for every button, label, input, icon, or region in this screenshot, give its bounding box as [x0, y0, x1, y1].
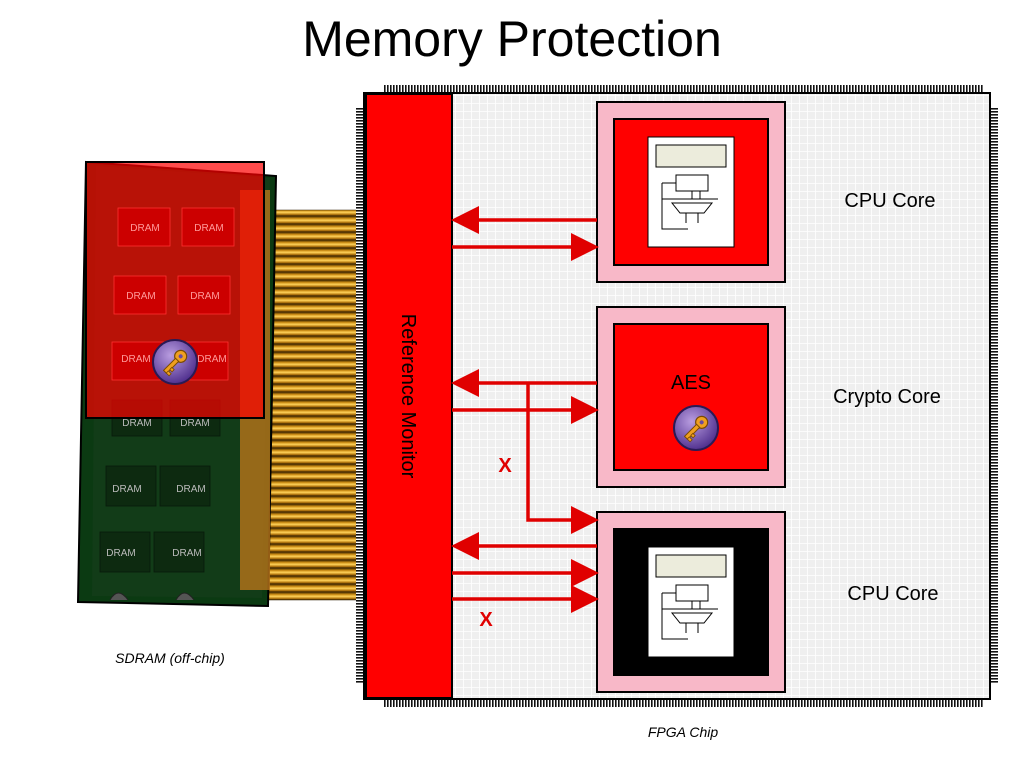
aes-label: AES — [671, 372, 711, 394]
dram-chip-label: DRAM — [176, 484, 205, 495]
sdram-module: DRAM DRAM DRAM DRAM DRAM DRAM DRAM DRAM … — [76, 160, 278, 608]
dram-chip-labels-protected: DRAM DRAM DRAM DRAM DRAM DRAM — [121, 223, 226, 365]
fpga-caption: FPGA Chip — [648, 724, 718, 740]
dram-chip-label: DRAM — [172, 548, 201, 559]
dram-chip-label: DRAM — [106, 548, 135, 559]
reference-monitor-label: Reference Monitor — [397, 314, 419, 479]
pins-left — [356, 108, 363, 684]
dram-chip-label: DRAM — [197, 354, 226, 365]
cpu-core-top: CPU Core — [596, 101, 936, 283]
cpu-diagram-icon — [647, 136, 735, 248]
cpu-diagram-icon — [647, 546, 735, 658]
dram-chip-label: DRAM — [194, 223, 223, 234]
pins-top — [384, 85, 984, 92]
dram-chip-label: DRAM — [112, 484, 141, 495]
cpu-core-bottom: CPU Core — [596, 511, 939, 693]
pins-right — [991, 108, 998, 684]
core-label-cpu-bottom: CPU Core — [847, 583, 938, 605]
page-title: Memory Protection — [302, 11, 722, 67]
core-label-cpu-top: CPU Core — [844, 190, 935, 212]
blocked-mark: X — [498, 455, 512, 477]
crypto-core: AES Crypto Core — [596, 306, 941, 488]
arrow-crypto-to-cpu2 — [526, 383, 599, 534]
dram-chip-label: DRAM — [121, 354, 150, 365]
sdram-caption: SDRAM (off-chip) — [115, 650, 225, 666]
reference-monitor: Reference Monitor — [365, 93, 453, 699]
pins-bottom — [384, 700, 984, 707]
sdram-key-icon — [152, 339, 198, 385]
dram-chip-label: DRAM — [190, 291, 219, 302]
crypto-key-icon — [673, 405, 719, 451]
blocked-mark: X — [479, 609, 493, 631]
dram-chip-label: DRAM — [130, 223, 159, 234]
dram-chip-labels: DRAM DRAM DRAM DRAM DRAM DRAM — [106, 418, 209, 559]
dram-chip-label: DRAM — [126, 291, 155, 302]
access-arrows — [451, 206, 599, 613]
dram-chip-label: DRAM — [122, 418, 151, 429]
dram-chip-label: DRAM — [180, 418, 209, 429]
core-label-crypto: Crypto Core — [833, 386, 941, 408]
